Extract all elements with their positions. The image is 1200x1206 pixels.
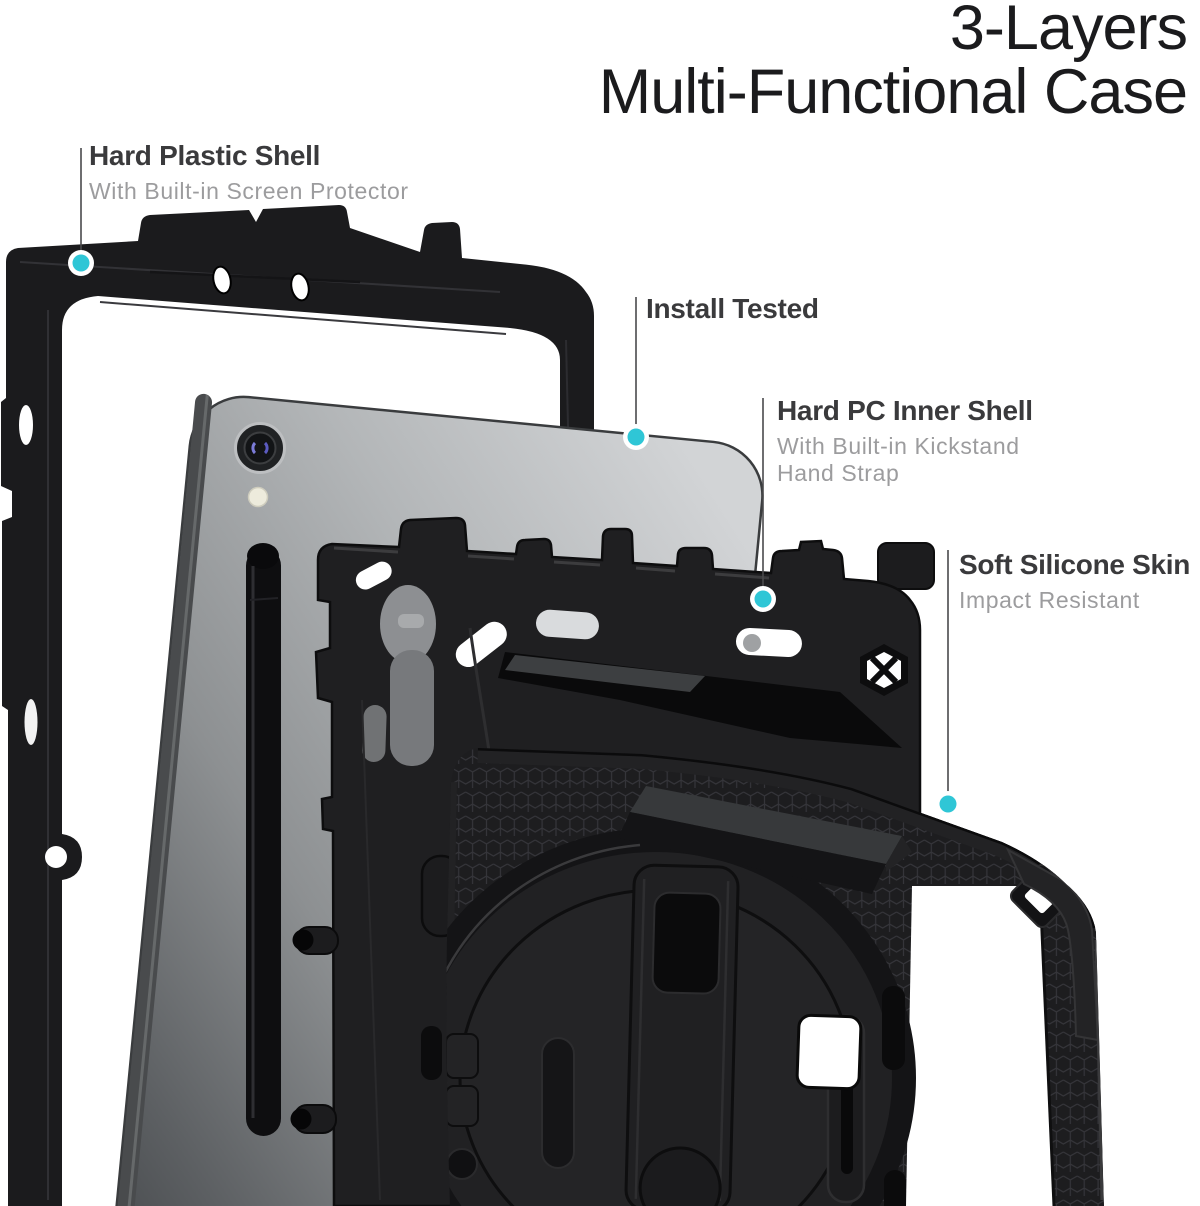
shell-top-pill-cutout: [536, 609, 599, 640]
callout-hard-plastic-shell: Hard Plastic Shell With Built-in Screen …: [89, 140, 409, 205]
frame-slot-lower: [24, 699, 38, 745]
callout-sublabel: Impact Resistant: [959, 587, 1140, 613]
silicone-left-rail-details: [446, 1033, 575, 1180]
callout-sublabel-2: Hand Strap: [777, 460, 900, 486]
callout-dots: [68, 250, 961, 817]
callout-install-tested: Install Tested: [646, 293, 819, 325]
callout-label: Soft Silicone Skin: [959, 549, 1191, 580]
shell-small-slot: [362, 705, 387, 763]
page-title: 3-Layers Multi-Functional Case: [598, 0, 1188, 127]
callout-dot-hard-pc-inner-shell: [750, 586, 776, 612]
frame-hole-left: [212, 265, 232, 295]
silicone-square-cutout: [795, 1013, 863, 1091]
shell-lower-slot: [421, 1026, 442, 1080]
shell-right-pill-cutout: [736, 627, 802, 658]
frame-inner-lip: [99, 301, 507, 335]
silicone-opening: [906, 886, 1054, 1206]
frame-lug-hole: [45, 846, 67, 868]
callout-dot-soft-silicone-skin: [935, 791, 961, 817]
callout-sublabel: With Built-in Screen Protector: [89, 178, 409, 204]
shell-hex-bolt: [860, 644, 908, 696]
tablet-flash: [247, 486, 269, 508]
callout-sublabel: With Built-in Kickstand: [777, 433, 1020, 459]
shell-keyhole-cutout: [380, 585, 436, 766]
silicone-corner-bracket: [1005, 847, 1100, 1042]
callout-dot-install-tested: [623, 424, 649, 450]
title-line-2: Multi-Functional Case: [598, 57, 1188, 127]
shell-left-pegs: [290, 926, 339, 1134]
frame-hole-right: [290, 272, 310, 302]
callout-markers: [80, 148, 949, 792]
shell-bean-cutout: [355, 561, 392, 590]
shell-top-right-tab: [877, 542, 935, 590]
callout-dot-hard-plastic-shell: [68, 250, 94, 276]
s-pen: [246, 543, 281, 1136]
kickstand-crossbar: [618, 786, 912, 894]
callout-label: Hard PC Inner Shell: [777, 395, 1033, 426]
frame-slot-upper: [19, 405, 33, 445]
kickstand-bar: [624, 863, 740, 1206]
silicone-skin-layer: [446, 748, 1104, 1206]
callout-soft-silicone-skin: Soft Silicone Skin Impact Resistant: [959, 549, 1190, 614]
callout-label: Hard Plastic Shell: [89, 140, 321, 171]
title-line-1: 3-Layers: [949, 0, 1188, 63]
shell-diag-pill-cutout: [455, 621, 507, 668]
shell-kickstand-plate: [505, 655, 705, 692]
tablet-camera: [234, 422, 286, 474]
shell-top-bevel: [333, 546, 770, 580]
callout-label: Install Tested: [646, 293, 819, 324]
frame-groove: [149, 270, 361, 284]
callout-hard-pc-inner-shell: Hard PC Inner Shell With Built-in Kickst…: [777, 395, 1033, 487]
